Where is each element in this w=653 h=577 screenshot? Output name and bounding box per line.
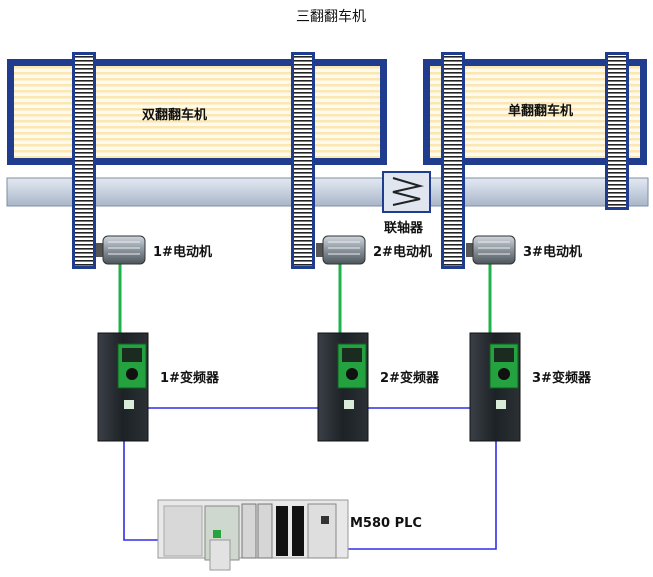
motor-3-label: 3#电动机 <box>523 244 582 260</box>
inverter-3-label: 3#变频器 <box>532 370 592 386</box>
motor-3: 3#电动机 <box>466 235 582 265</box>
coupling: 联轴器 <box>382 171 431 236</box>
plc-rack: M580 PLC <box>157 499 422 571</box>
chain-2 <box>291 52 315 269</box>
coupling-label: 联轴器 <box>384 220 424 236</box>
diagram-title: 三翻翻车机 <box>296 8 366 25</box>
chain-3 <box>441 52 465 269</box>
power-lines <box>118 263 492 340</box>
inverter-2-label: 2#变频器 <box>380 370 440 386</box>
inverter-1: 1#变频器 <box>97 332 220 442</box>
double-dumper-label: 双翻翻车机 <box>142 107 207 123</box>
plc-label: M580 PLC <box>350 516 422 531</box>
motor-2: 2#电动机 <box>316 235 432 265</box>
motor-1-label: 1#电动机 <box>153 244 212 260</box>
drive-shaft <box>6 177 649 207</box>
inverter-3: 3#变频器 <box>469 332 592 442</box>
chain-1 <box>72 52 96 269</box>
motor-2-label: 2#电动机 <box>373 244 432 260</box>
inverter-2: 2#变频器 <box>317 332 440 442</box>
motor-1: 1#电动机 <box>96 235 212 265</box>
inverter-1-label: 1#变频器 <box>160 370 220 386</box>
double-dumper: 双翻翻车机 <box>7 59 387 165</box>
single-dumper-label: 单翻翻车机 <box>508 103 573 119</box>
chain-4 <box>605 52 629 210</box>
